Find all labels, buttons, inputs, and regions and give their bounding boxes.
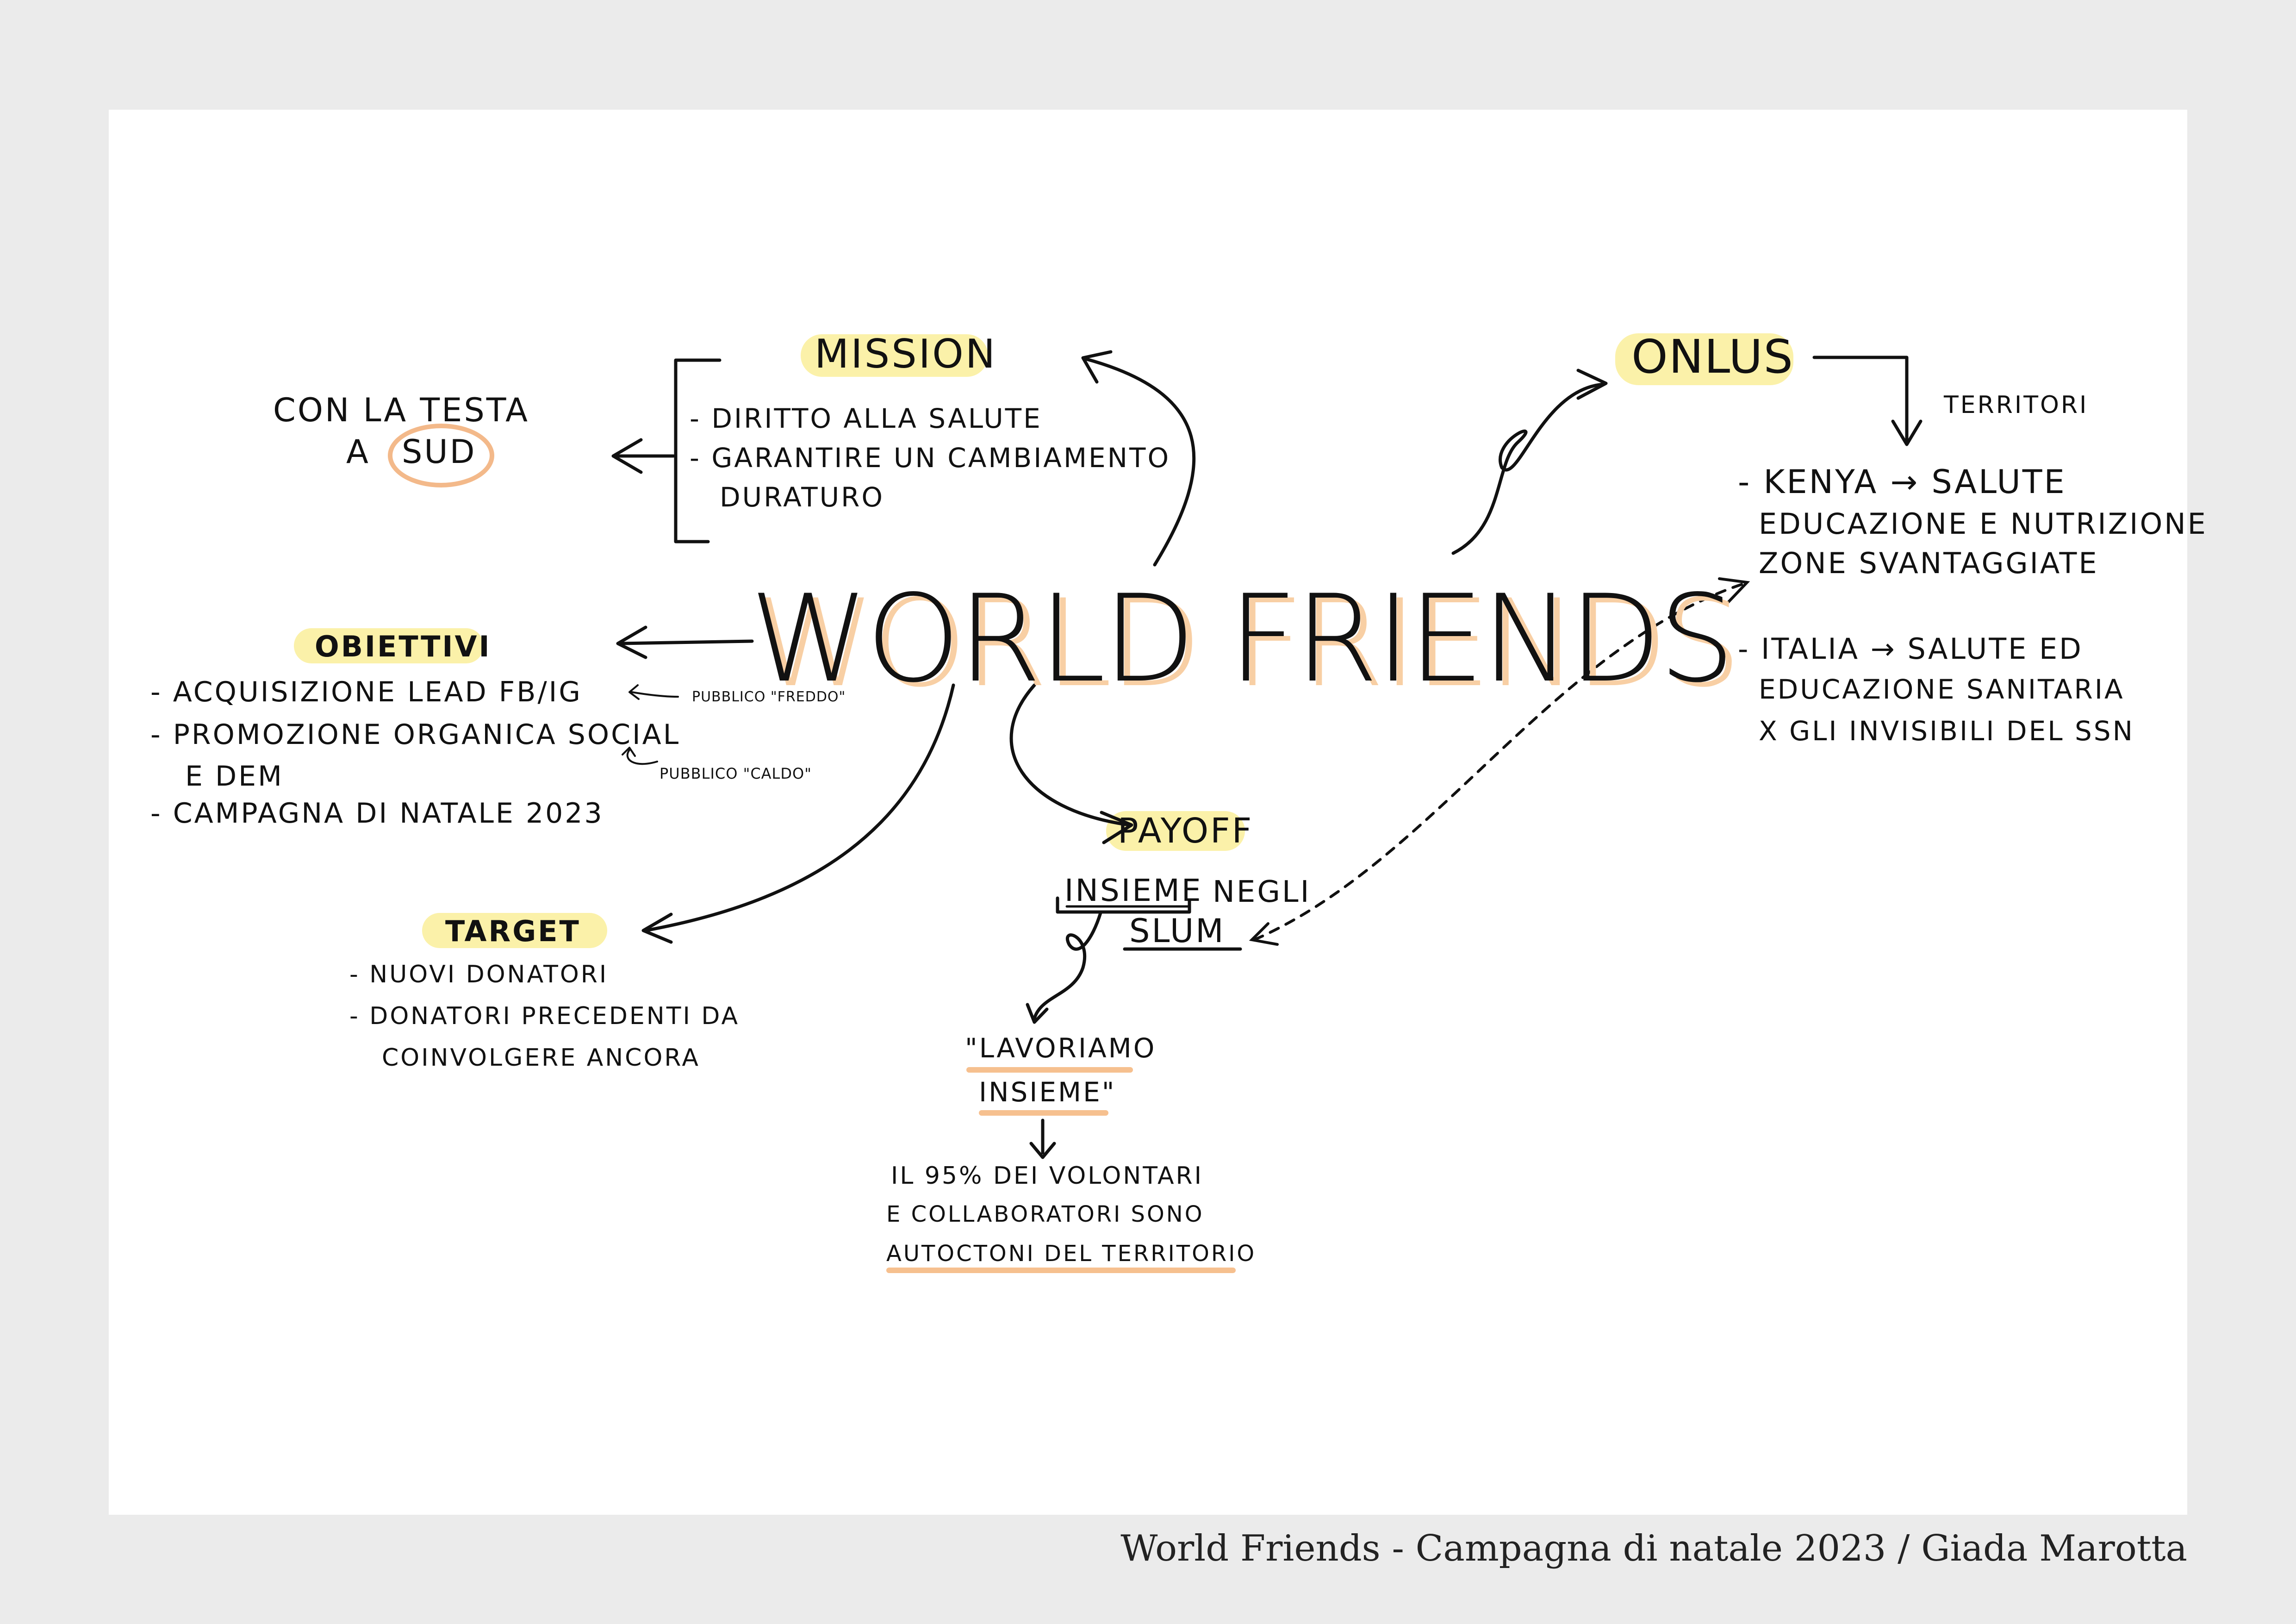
payoff-quote-2: INSIEME" <box>979 1076 1116 1108</box>
kenya-line-1: - KENYA → SALUTE <box>1738 463 2066 501</box>
target-item-3: COINVOLGERE ANCORA <box>382 1044 701 1072</box>
payoff-line2-slum: SLUM <box>1129 912 1226 950</box>
target-heading: TARGET <box>445 914 581 948</box>
italia-line-3: X GLI INVISIBILI DEL SSN <box>1759 715 2134 747</box>
footer-caption: World Friends - Campagna di natale 2023 … <box>1120 1528 2187 1569</box>
obiettivi-highlight <box>294 628 484 663</box>
sud-note-highlight: SUD <box>402 433 477 471</box>
note-pubblico-caldo: PUBBLICO "CALDO" <box>660 765 812 782</box>
mission-highlight <box>801 334 988 377</box>
kenya-line-3: ZONE SVANTAGGIATE <box>1759 546 2099 580</box>
target-item-1: - NUOVI DONATORI <box>349 961 609 988</box>
kenya-line-2: EDUCAZIONE E NUTRIZIONE <box>1759 507 2208 541</box>
target-highlight <box>422 913 607 948</box>
payoff-heading: PAYOFF <box>1118 811 1254 851</box>
italia-line-2: EDUCAZIONE SANITARIA <box>1759 674 2125 705</box>
payoff-highlight <box>1106 811 1245 851</box>
target-item-2: - DONATORI PRECEDENTI DA <box>349 1002 740 1030</box>
autoctoni-underline <box>886 1268 1236 1273</box>
lavoriamo-underline <box>966 1067 1133 1073</box>
onlus-heading: ONLUS <box>1631 330 1794 384</box>
obiettivi-item-4: - CAMPAGNA DI NATALE 2023 <box>150 797 604 830</box>
italia-line-1: - ITALIA → SALUTE ED <box>1738 632 2083 666</box>
payoff-line1-insieme: INSIEME <box>1064 873 1203 908</box>
sud-note-line1: CON LA TESTA <box>273 391 529 429</box>
obiettivi-heading: OBIETTIVI <box>315 630 492 663</box>
obiettivi-item-3: E DEM <box>185 760 284 793</box>
mission-heading: MISSION <box>815 331 997 377</box>
obiettivi-item-2: - PROMOZIONE ORGANICA SOCIAL <box>150 718 681 751</box>
center-title: WORLD FRIENDS <box>750 569 1735 709</box>
insieme-underline <box>979 1110 1108 1116</box>
sud-note-prefix: A <box>346 433 370 471</box>
onlus-highlight <box>1615 333 1793 385</box>
payoff-fact-2: E COLLABORATORI SONO <box>886 1201 1204 1227</box>
mission-item-3: DURATURO <box>720 481 885 513</box>
mission-item-1: - DIRITTO ALLA SALUTE <box>690 403 1042 434</box>
payoff-quote-1: "LAVORIAMO <box>965 1032 1157 1064</box>
territori-label: TERRITORI <box>1944 391 2089 419</box>
payoff-line1-negli: NEGLI <box>1213 875 1311 909</box>
sud-circle <box>388 424 494 487</box>
mission-item-2: - GARANTIRE UN CAMBIAMENTO <box>690 442 1171 474</box>
payoff-fact-1: IL 95% DEI VOLONTARI <box>891 1162 1204 1190</box>
obiettivi-item-1: - ACQUISIZIONE LEAD FB/IG <box>150 676 582 708</box>
payoff-fact-3: AUTOCTONI DEL TERRITORIO <box>886 1241 1257 1267</box>
note-pubblico-freddo: PUBBLICO "FREDDO" <box>692 689 846 705</box>
